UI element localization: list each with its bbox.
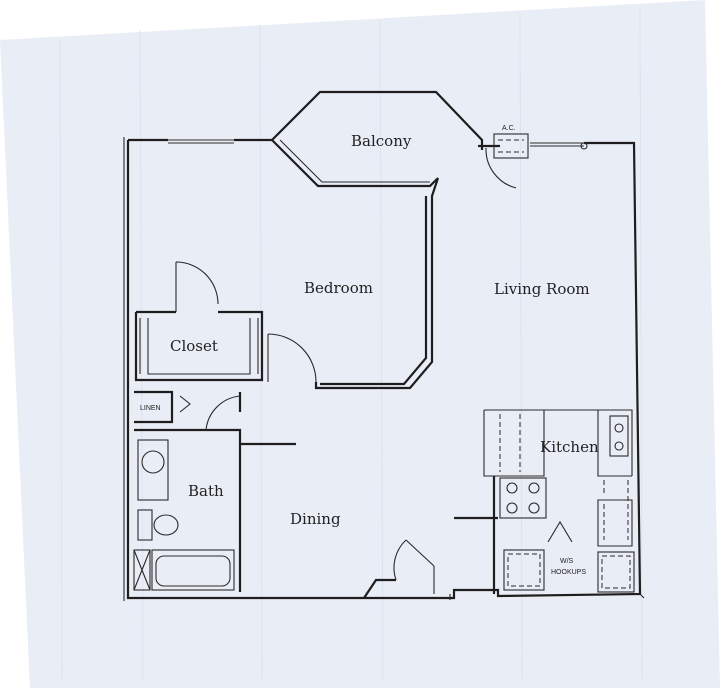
stove <box>499 477 547 519</box>
closet-outline <box>134 310 264 382</box>
linen-closet <box>134 390 174 424</box>
room-label-kitchen: Kitchen <box>540 438 599 456</box>
balcony-outline <box>271 90 484 150</box>
floor-plan <box>123 90 645 601</box>
room-label-bedroom: Bedroom <box>304 279 373 297</box>
room-label-bath: Bath <box>188 482 224 500</box>
room-label-closet: Closet <box>170 337 218 355</box>
kitchen-counters <box>483 409 633 547</box>
room-label-living-room: Living Room <box>494 280 590 298</box>
ac-label: A.C. <box>502 125 516 132</box>
bath-outline <box>134 392 296 592</box>
ws-hookups-label-2: HOOKUPS <box>551 569 586 576</box>
room-label-dining: Dining <box>290 510 341 528</box>
bedroom-partition <box>314 177 440 390</box>
room-label-balcony: Balcony <box>351 132 412 150</box>
outer-wall <box>126 138 642 600</box>
ws-hookups-label-1: W/S <box>560 558 574 565</box>
room-label-linen: LINEN <box>140 405 161 412</box>
